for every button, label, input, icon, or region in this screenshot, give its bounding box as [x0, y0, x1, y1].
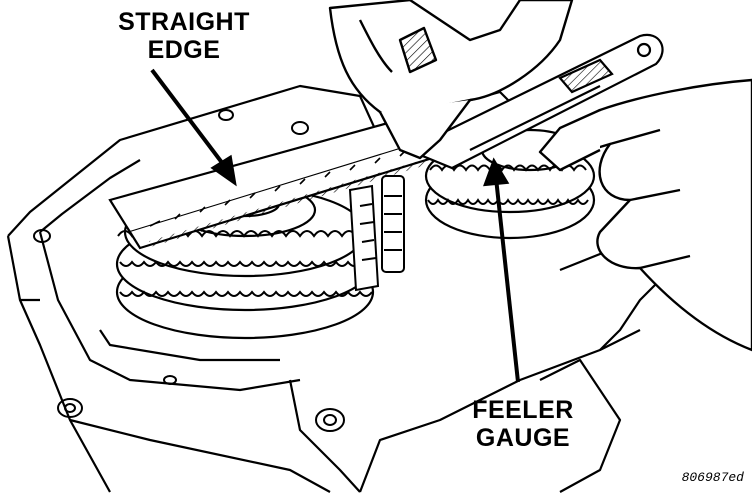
feeler-gauge-label-line1: FEELER: [472, 396, 574, 424]
upper-hand: [328, 0, 574, 160]
feeler-gauge-tool: [405, 33, 664, 170]
lower-hand: [538, 78, 752, 352]
figure-code: 806987ed: [681, 470, 744, 485]
straight-edge-label-line1: STRAIGHT: [118, 8, 250, 36]
straight-edge-label-line2: EDGE: [147, 36, 221, 64]
bolt-heads: [33, 109, 345, 432]
feeler-gauge-label-line2: GAUGE: [475, 424, 571, 452]
chain-tensioner: [348, 175, 405, 292]
left-camshaft-sprocket: [115, 182, 375, 340]
feeler-gauge-label: FEELER GAUGE: [448, 396, 598, 452]
leader-lines: [150, 68, 520, 383]
engine-housing: [6, 84, 661, 493]
straight-edge-label: STRAIGHT EDGE: [84, 8, 284, 64]
